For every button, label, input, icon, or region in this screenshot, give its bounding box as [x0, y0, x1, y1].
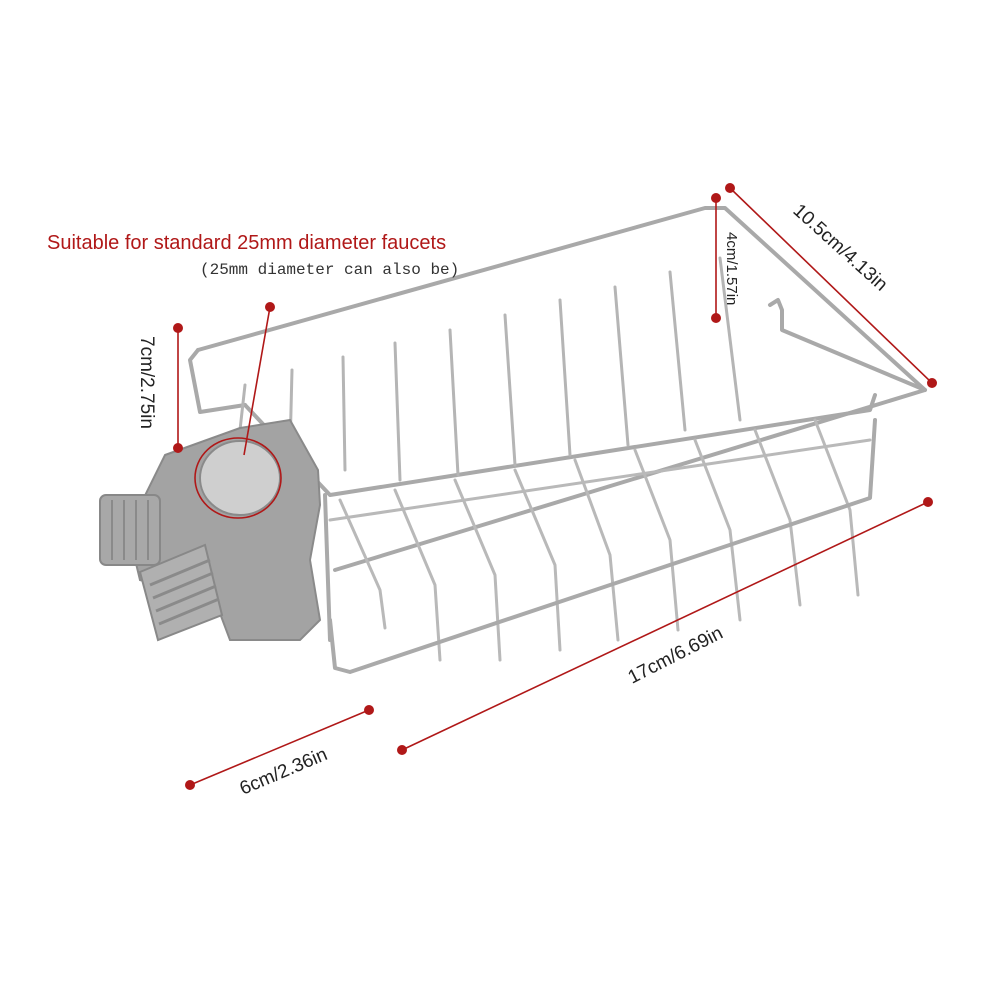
right-end-rim: [768, 298, 927, 392]
wire-basket: [188, 206, 927, 674]
faucet-clamp: [99, 418, 322, 642]
length-dim-line: [401, 501, 929, 751]
depth-label: 4cm/1.57in: [723, 232, 740, 305]
clamp-bar: [323, 493, 332, 642]
back-wires: [238, 256, 742, 482]
front-lower-rim: [328, 418, 877, 674]
clamp-width-label: 6cm/2.36in: [237, 744, 331, 800]
front-rim: [243, 393, 877, 497]
dimension-endpoints: [173, 183, 937, 790]
left-end-rim: [188, 348, 247, 414]
subline-text: (25mm diameter can also be): [200, 261, 459, 279]
clamp-height-label: 7cm/2.75in: [136, 336, 157, 429]
length-label: 17cm/6.69in: [625, 623, 727, 689]
bottom-wires: [328, 418, 872, 662]
headline-text: Suitable for standard 25mm diameter fauc…: [47, 232, 446, 254]
diameter-highlight-circle: [194, 437, 282, 519]
back-rim: [196, 206, 927, 572]
clamp-hole: [199, 440, 281, 516]
diameter-pointer-line: [243, 306, 271, 456]
dimension-lines: [177, 187, 933, 786]
front-screw: [138, 543, 224, 642]
left-screw: [99, 494, 161, 566]
clamp-width-dim-line: [189, 709, 370, 786]
width-dim-line: [729, 187, 933, 384]
